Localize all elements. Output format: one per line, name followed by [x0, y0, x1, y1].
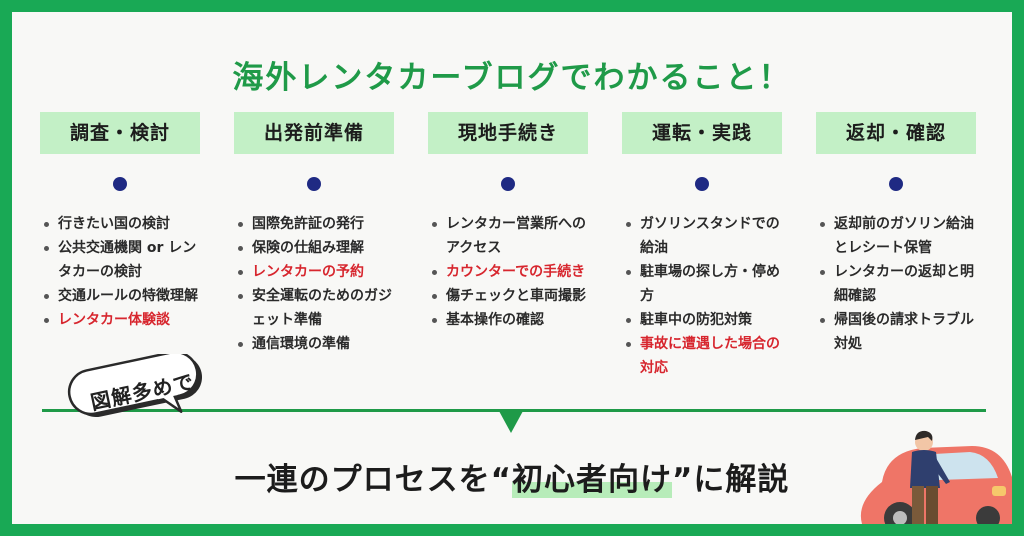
column-local-procedures: 現地手続き レンタカー営業所へのアクセス カウンターでの手続き 傷チェックと車両… — [428, 112, 588, 332]
list-item: 安全運転のためのガジェット準備 — [234, 284, 394, 332]
timeline-dot-icon — [889, 177, 903, 191]
column-heading: 運転・実践 — [622, 112, 782, 154]
list-item-highlight: レンタカー体験談 — [40, 308, 200, 332]
tagline-emphasis: 初心者向け — [512, 462, 672, 498]
tagline-after: に解説 — [693, 462, 790, 498]
tagline-quote-open: “ — [490, 462, 512, 498]
list-item-highlight: カウンターでの手続き — [428, 260, 588, 284]
timeline-dot-icon — [113, 177, 127, 191]
list-item: レンタカーの返却と明細確認 — [816, 260, 976, 308]
page-title: 海外レンタカーブログでわかること！ — [232, 60, 792, 96]
item-list: ガソリンスタンドでの給油 駐車場の探し方・停め方 駐車中の防犯対策 事故に遭遇し… — [622, 212, 782, 380]
list-item-highlight: 事故に遭遇した場合の対応 — [622, 332, 782, 380]
list-item: 帰国後の請求トラブル対処 — [816, 308, 976, 356]
list-item: レンタカー営業所へのアクセス — [428, 212, 588, 260]
list-item: 通信環境の準備 — [234, 332, 394, 356]
down-arrow-icon — [499, 411, 523, 433]
list-item: 傷チェックと車両撮影 — [428, 284, 588, 308]
timeline-dot-icon — [501, 177, 515, 191]
content-panel: 海外レンタカーブログでわかること！ 調査・検討 行きたい国の検討 公共交通機関 … — [12, 12, 1012, 524]
item-list: 国際免許証の発行 保険の仕組み理解 レンタカーの予約 安全運転のためのガジェット… — [234, 212, 394, 356]
speech-bubble-icon — [67, 354, 203, 418]
list-item: 基本操作の確認 — [428, 308, 588, 332]
item-list: 行きたい国の検討 公共交通機関 or レンタカーの検討 交通ルールの特徴理解 レ… — [40, 212, 200, 332]
tagline-before: 一連のプロセスを — [234, 462, 491, 498]
timeline-dot-icon — [307, 177, 321, 191]
timeline-dot-icon — [695, 177, 709, 191]
column-heading: 出発前準備 — [234, 112, 394, 154]
list-item: 駐車場の探し方・停め方 — [622, 260, 782, 308]
column-heading: 現地手続き — [428, 112, 588, 154]
column-preparation: 出発前準備 国際免許証の発行 保険の仕組み理解 レンタカーの予約 安全運転のため… — [234, 112, 394, 356]
list-item: 国際免許証の発行 — [234, 212, 394, 236]
list-item-highlight: レンタカーの予約 — [234, 260, 394, 284]
column-return: 返却・確認 返却前のガソリン給油とレシート保管 レンタカーの返却と明細確認 帰国… — [816, 112, 976, 356]
list-item: 返却前のガソリン給油とレシート保管 — [816, 212, 976, 260]
list-item: 交通ルールの特徴理解 — [40, 284, 200, 308]
list-item: 保険の仕組み理解 — [234, 236, 394, 260]
list-item: ガソリンスタンドでの給油 — [622, 212, 782, 260]
person-with-car-illustration — [860, 430, 1012, 524]
list-item: 駐車中の防犯対策 — [622, 308, 782, 332]
column-driving: 運転・実践 ガソリンスタンドでの給油 駐車場の探し方・停め方 駐車中の防犯対策 … — [622, 112, 782, 380]
list-item: 公共交通機関 or レンタカーの検討 — [40, 236, 200, 284]
tagline: 一連のプロセスを“初心者向け”に解説 — [12, 454, 1012, 499]
divider-line — [42, 409, 986, 412]
column-research: 調査・検討 行きたい国の検討 公共交通機関 or レンタカーの検討 交通ルールの… — [40, 112, 200, 332]
list-item: 行きたい国の検討 — [40, 212, 200, 236]
item-list: 返却前のガソリン給油とレシート保管 レンタカーの返却と明細確認 帰国後の請求トラ… — [816, 212, 976, 356]
tagline-quote-close: ” — [672, 462, 694, 498]
column-heading: 調査・検討 — [40, 112, 200, 154]
column-heading: 返却・確認 — [816, 112, 976, 154]
item-list: レンタカー営業所へのアクセス カウンターでの手続き 傷チェックと車両撮影 基本操… — [428, 212, 588, 332]
